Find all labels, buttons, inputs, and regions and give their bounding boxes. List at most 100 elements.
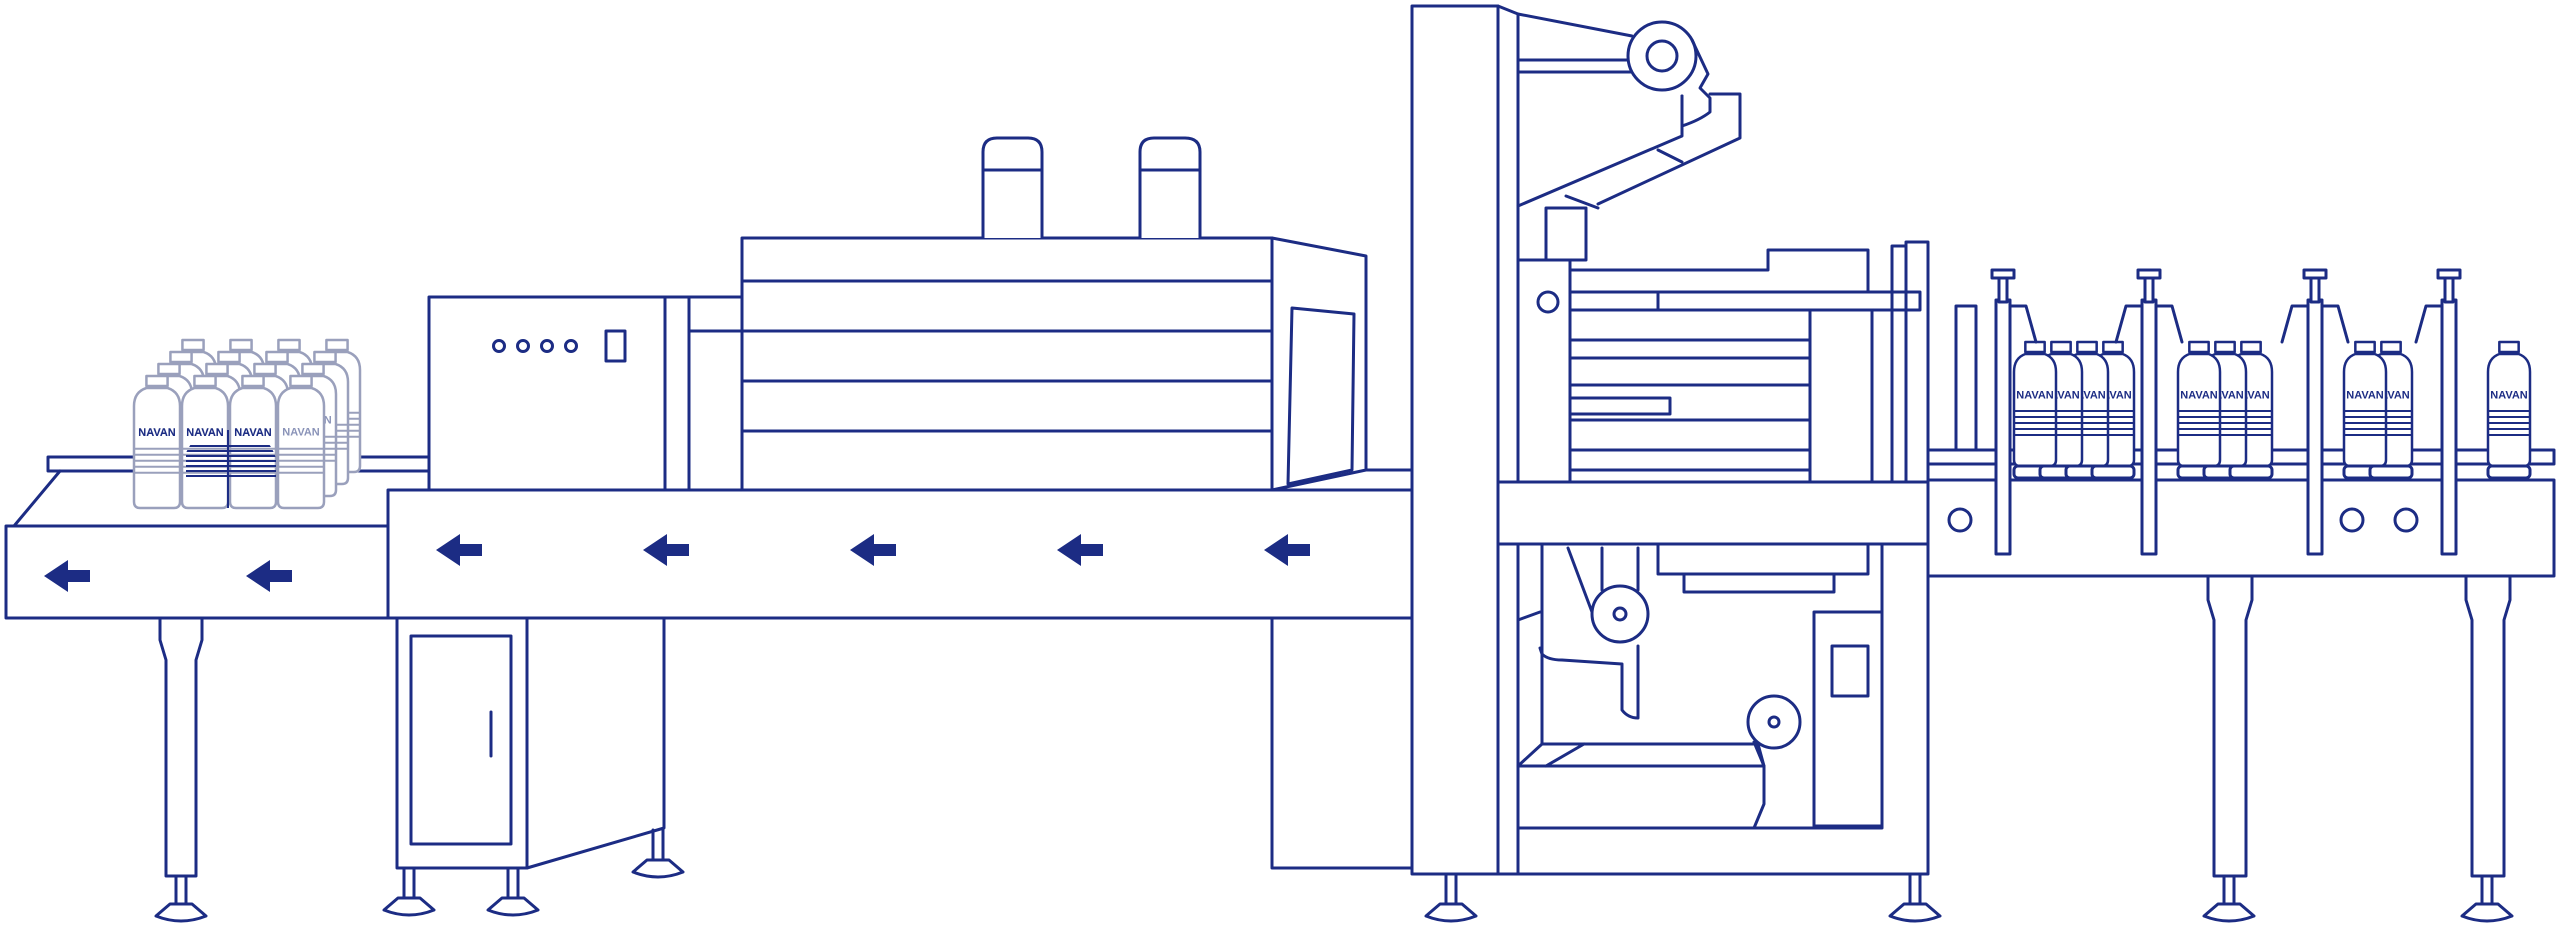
film-arm-bars — [1516, 58, 1634, 74]
film-wrapping-station — [1410, 4, 1942, 923]
guide-arm — [2280, 304, 2310, 344]
guide-stem — [2143, 276, 2155, 304]
control-button — [540, 339, 554, 353]
bottle-brand-label: NAVAN — [282, 427, 320, 439]
film-cutter-box — [1544, 206, 1588, 262]
seal-bar-upper — [1656, 542, 1870, 576]
bottle-base — [2486, 464, 2532, 480]
cabinet-side-panel — [525, 616, 666, 870]
control-button — [564, 339, 578, 353]
guide-stem — [1997, 276, 2009, 304]
guide-stem — [2309, 276, 2321, 304]
bottle-brand-label: NAVAN — [2016, 390, 2054, 402]
bottle-cap — [253, 362, 277, 376]
film-roll-core — [1645, 39, 1679, 73]
left-arrow-icon — [643, 534, 689, 566]
water-bottle: NAVAN — [276, 374, 326, 510]
control-button — [516, 339, 530, 353]
bottle-cap — [2050, 340, 2072, 354]
bottle-brand-label: NAVAN — [2346, 390, 2384, 402]
tunnel-entrance-opening — [1286, 306, 1356, 486]
wrapper-main-pillar — [1410, 4, 1500, 876]
bottle-cap — [277, 338, 301, 352]
infeed-roller — [1947, 507, 1973, 533]
film-roll-lower — [1590, 584, 1650, 644]
bottle-cap — [265, 350, 289, 364]
bottle-brand-label: NAVAN — [234, 427, 272, 439]
pusher-housing — [1808, 308, 1874, 484]
wrapper-indicator — [1536, 290, 1560, 314]
bottle-cap — [217, 350, 241, 364]
bottle-cap — [193, 374, 217, 388]
guide-arm — [2114, 304, 2144, 344]
pusher-bar — [1568, 396, 1672, 416]
bottle-brand-label: NAVAN — [138, 427, 176, 439]
left-arrow-icon — [44, 560, 90, 592]
guide-arm — [2320, 304, 2350, 344]
wrapper-lower-post — [1516, 542, 1544, 746]
film-roll-core — [1612, 606, 1628, 622]
bottle-body — [2012, 352, 2058, 468]
left-arrow-icon — [850, 534, 896, 566]
shrink-wrapped-pack: NAVANNAVANNAVANNAVANNAVANNAVANNAVANNAVAN… — [132, 338, 362, 510]
left-arrow-icon — [1264, 534, 1310, 566]
guide-stem — [2443, 276, 2455, 304]
bottle-base — [2368, 464, 2414, 480]
film-base-tray-brace — [1516, 742, 1586, 768]
bottle-cap — [289, 374, 313, 388]
infeed-roller — [2339, 507, 2365, 533]
bottle-cap — [2076, 340, 2098, 354]
tunnel-support-frame — [1270, 616, 1414, 870]
lane-guides — [1990, 268, 2462, 556]
pusher-rail — [1568, 290, 1922, 312]
pack-row-front: NAVAN NAVAN NAVAN NAVAN — [132, 374, 326, 510]
guide-knob-icon — [2302, 268, 2328, 280]
film-feed-path — [1516, 94, 1684, 208]
guide-arm — [2008, 304, 2038, 344]
bottle-brand-label: NAVAN — [186, 427, 224, 439]
tunnel-conveyor-belt — [386, 488, 1414, 620]
water-bottle: NAVAN — [228, 374, 278, 510]
guide-arm — [2414, 304, 2444, 344]
guide-arm — [2154, 304, 2184, 344]
bottle-cap — [2214, 340, 2236, 354]
lane-guide-post — [2414, 268, 2462, 556]
guide-post — [2140, 298, 2158, 556]
pusher-slats — [1568, 308, 1812, 472]
control-button — [492, 339, 506, 353]
wrapper-lower-frame — [1496, 542, 1930, 876]
bottle-cap — [2240, 340, 2262, 354]
water-bottle: NAVAN — [2342, 340, 2388, 468]
bottle-cap — [301, 362, 325, 376]
infeed-belt — [1926, 478, 2556, 578]
bottle-brand-label: NAVAN — [234, 427, 272, 439]
left-arrow-icon — [436, 534, 482, 566]
tunnel-entrance-ledge — [1364, 468, 1414, 492]
infeed-leg — [2464, 574, 2512, 878]
film-seal-band — [186, 430, 276, 508]
bottle-cap — [229, 338, 253, 352]
cabinet-door — [409, 634, 513, 846]
water-bottle: NAVAN — [2012, 340, 2058, 468]
outfeed-leg — [158, 616, 204, 878]
pusher-unit-top — [1568, 248, 1870, 294]
film-roll-core — [1767, 715, 1781, 729]
bottle-cap — [2354, 340, 2376, 354]
guide-post — [2306, 298, 2324, 556]
leveling-foot — [154, 874, 208, 923]
bottle-cap — [145, 374, 169, 388]
bottle-body — [2486, 352, 2532, 468]
lane-guide-post — [2114, 268, 2184, 556]
shrink-tunnel — [382, 136, 1414, 917]
bottle-group: NAVAN — [2486, 340, 2532, 480]
lane-guide-post — [1990, 268, 2038, 556]
water-bottle: NAVAN — [132, 374, 182, 510]
bottle-cap — [2380, 340, 2402, 354]
leveling-foot — [486, 866, 540, 917]
leveling-foot — [2202, 874, 2256, 923]
